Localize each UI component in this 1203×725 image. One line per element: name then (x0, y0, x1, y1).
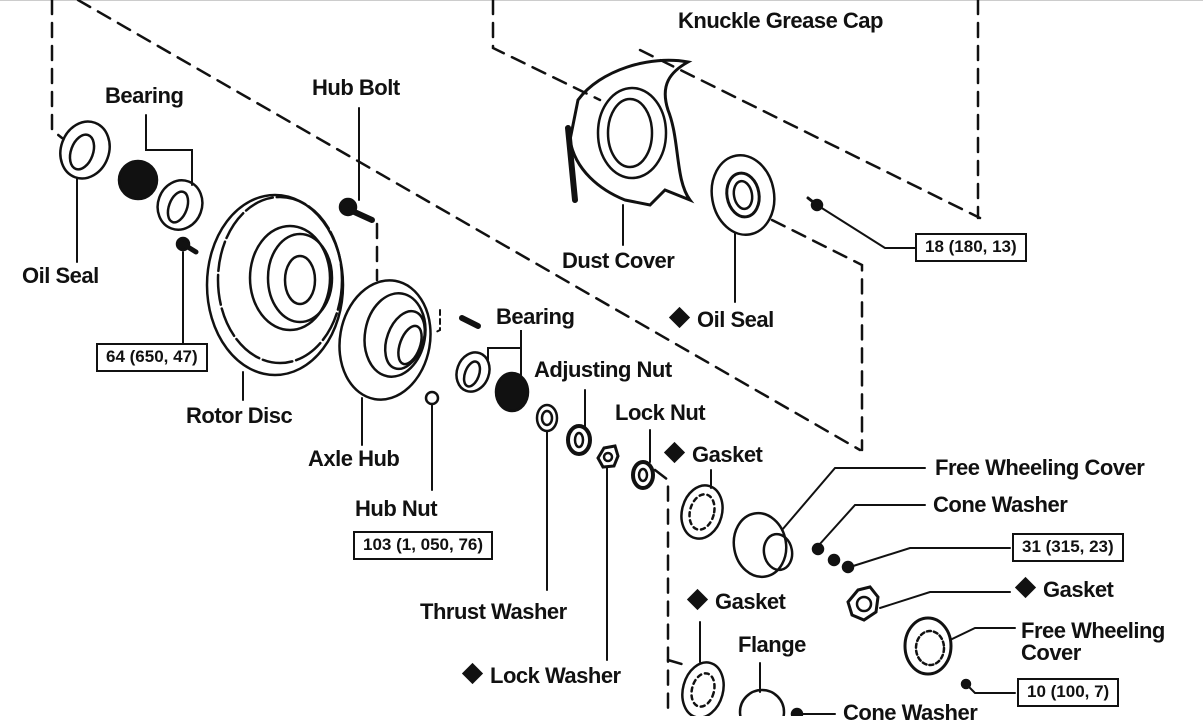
label-hub-nut: Hub Nut (355, 496, 438, 521)
non-reusable-diamond-icon (668, 306, 691, 329)
label-knuckle-grease-cap: Knuckle Grease Cap (678, 8, 883, 33)
top-border (0, 0, 1203, 1)
label-rotor-disc: Rotor Disc (186, 403, 293, 428)
flange-part (738, 662, 836, 716)
bearing-mid-part (455, 330, 530, 413)
label-axle-hub: Axle Hub (308, 446, 400, 471)
assembly-lines (50, 0, 982, 716)
dash-line-oil-seal (770, 218, 864, 452)
thrust-washer-part (535, 403, 559, 591)
bearing-left-part (117, 114, 204, 231)
label-gasket-3: Gasket (1014, 576, 1114, 601)
torque-box-103: 103 (1, 050, 76) (353, 531, 494, 560)
label-gasket-2: Gasket (686, 588, 786, 613)
torque-box-10: 10 (100, 7) (1017, 678, 1120, 707)
free-wheeling-cover-1-part (732, 467, 926, 579)
cone-washer-torque-leader (849, 547, 1011, 568)
non-reusable-diamond-icon (663, 441, 686, 464)
dash-line-gasket-vertical (653, 468, 670, 716)
adjusting-nut-part (566, 389, 592, 456)
label-oil-seal-right: Oil Seal (668, 306, 774, 331)
dash-line-left-vertical (50, 0, 64, 140)
oil-seal-left-part (59, 120, 111, 263)
label-bearing-left: Bearing (105, 83, 184, 108)
label-free-wheeling-cover-1: Free Wheeling Cover (935, 455, 1145, 480)
non-reusable-diamond-icon (686, 588, 709, 611)
gasket-1-part (680, 469, 724, 540)
non-reusable-diamond-icon (461, 662, 484, 685)
lock-nut-part (631, 429, 655, 490)
dash-line-gasket-lower (666, 658, 687, 667)
label-flange: Flange (738, 632, 806, 657)
dust-cover-bolt-part (806, 196, 916, 249)
torque-box-18: 18 (180, 13) (915, 233, 1027, 262)
label-thrust-washer: Thrust Washer (420, 599, 567, 624)
oil-seal-right-part (710, 153, 776, 303)
dash-line-main-diagonal (76, 0, 862, 452)
gasket-3-part (681, 621, 725, 716)
label-hub-bolt: Hub Bolt (312, 75, 400, 100)
label-lock-nut: Lock Nut (615, 400, 706, 425)
cover-bolt-part (960, 678, 1016, 694)
lock-washer-part (596, 444, 620, 661)
dowel-part (435, 309, 481, 333)
label-cone-washer-1: Cone Washer (933, 492, 1068, 517)
gasket-2-part (846, 585, 1011, 622)
stud-left-part (175, 236, 199, 349)
label-adjusting-nut: Adjusting Nut (534, 357, 672, 382)
dust-cover-part (565, 58, 695, 246)
non-reusable-diamond-icon (1014, 576, 1037, 599)
label-gasket-1: Gasket (663, 441, 763, 466)
label-bearing-mid: Bearing (496, 304, 575, 329)
label-cone-washer-2: Cone Washer (843, 700, 978, 725)
cone-washer-1-leader (818, 504, 926, 546)
axle-hub-part (338, 279, 432, 446)
cone-washers-part (811, 542, 855, 574)
label-dust-cover: Dust Cover (562, 248, 675, 273)
hub-nut-part (424, 390, 440, 491)
torque-box-64: 64 (650, 47) (96, 343, 208, 372)
free-wheeling-cover-2-part (903, 616, 1016, 676)
torque-box-31: 31 (315, 23) (1012, 533, 1124, 562)
rotor-disc-part (205, 193, 345, 401)
label-oil-seal-left: Oil Seal (22, 263, 99, 288)
hub-bolt-part (338, 107, 375, 223)
dash-line-dust-cover (491, 0, 602, 102)
dash-line-knuckle (638, 48, 982, 220)
label-lock-washer: Lock Washer (461, 662, 621, 687)
